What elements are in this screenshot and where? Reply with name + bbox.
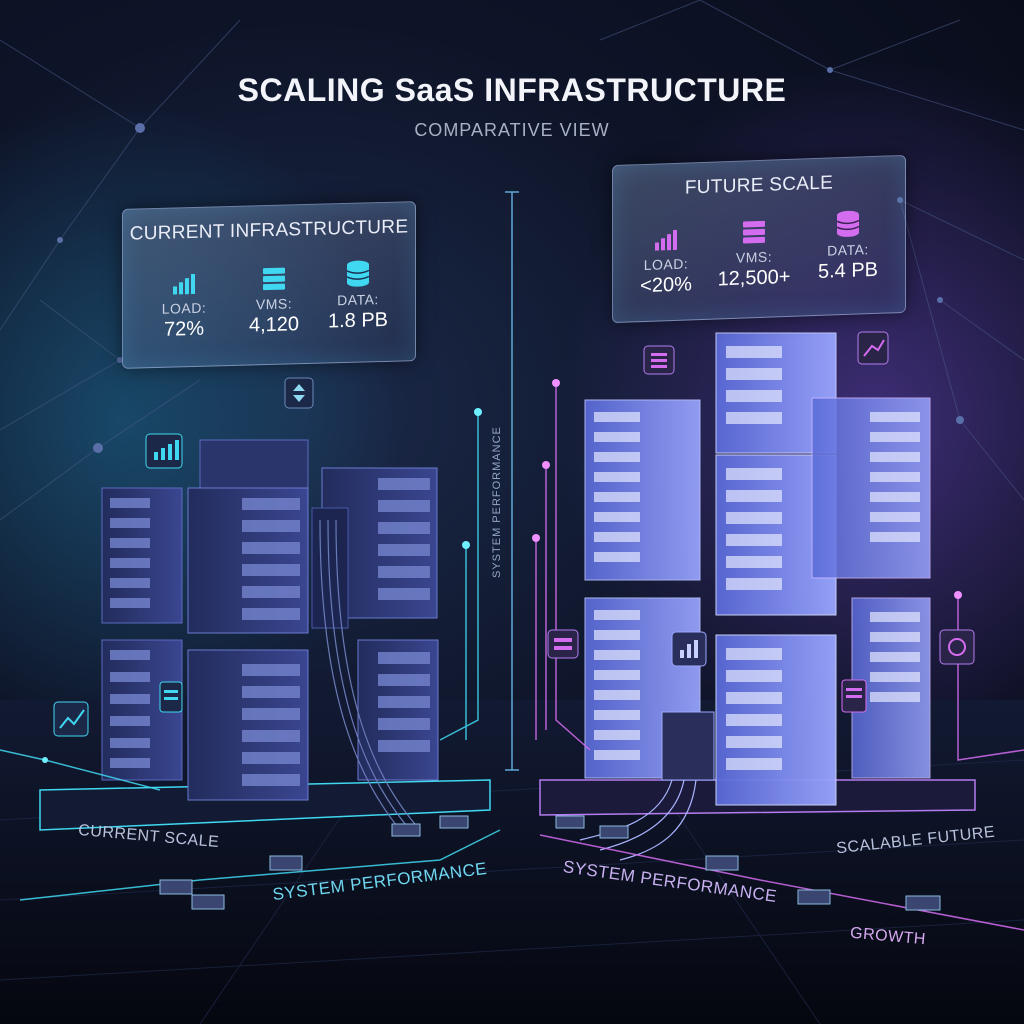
future-data-value: 5.4 PB (817, 258, 879, 283)
floating-switch-icon (547, 629, 579, 659)
cyan-glow (0, 100, 400, 740)
current-flow-lines (0, 412, 501, 901)
database-icon (836, 210, 860, 237)
current-vms-metric: VMS: 4,120 (219, 264, 329, 338)
floating-settings-icon (643, 345, 675, 375)
system-performance-vertical-label: SYSTEM PERFORMANCE (491, 426, 503, 578)
current-data-value: 1.8 PB (327, 308, 389, 333)
current-server-racks (101, 439, 439, 831)
page-subtitle: COMPARATIVE VIEW (414, 120, 610, 140)
rack-server-badge-right (841, 679, 867, 713)
future-panel-title: FUTURE SCALE (684, 172, 834, 199)
server-icon (743, 220, 765, 244)
floating-trend-icon-right (857, 331, 889, 365)
future-scale-panel: FUTURE SCALE LOAD: <20% VMS: 12,500+ DAT… (611, 154, 906, 324)
floating-trend-icon-left (53, 701, 89, 737)
current-panel-title: CURRENT INFRASTRUCTURE (129, 216, 409, 245)
rack-server-badge-left (159, 681, 183, 713)
floating-stats-icon (671, 631, 707, 667)
future-flow-lines (535, 383, 1024, 931)
left-platform (39, 779, 491, 831)
network-nodes (57, 67, 964, 453)
server-icon (263, 267, 285, 291)
future-data-label: DATA: (827, 241, 869, 259)
future-data-metric: DATA: 5.4 PB (793, 208, 903, 285)
current-infrastructure-panel: CURRENT INFRASTRUCTURE LOAD: 72% VMS: 4,… (122, 201, 416, 369)
future-vms-metric: VMS: 12,500+ (699, 217, 809, 292)
future-server-racks (579, 332, 931, 861)
floating-bar-chart-icon (145, 433, 183, 469)
floor-chips (159, 815, 941, 911)
current-data-label: DATA: (337, 291, 379, 309)
future-load-metric: LOAD: <20% (611, 226, 721, 299)
current-flow-nodes (42, 408, 482, 763)
future-flow-nodes (532, 379, 962, 599)
bar-chart-icon (655, 229, 677, 251)
network-lines (0, 0, 1024, 521)
floating-target-icon (939, 629, 975, 665)
current-load-metric: LOAD: 72% (129, 271, 239, 343)
bar-chart-icon (173, 273, 195, 295)
database-icon (346, 260, 370, 287)
current-data-metric: DATA: 1.8 PB (303, 258, 413, 334)
floating-updown-icon (284, 377, 314, 409)
page-title: SCALING SaaS INFRASTRUCTURE (237, 72, 787, 108)
